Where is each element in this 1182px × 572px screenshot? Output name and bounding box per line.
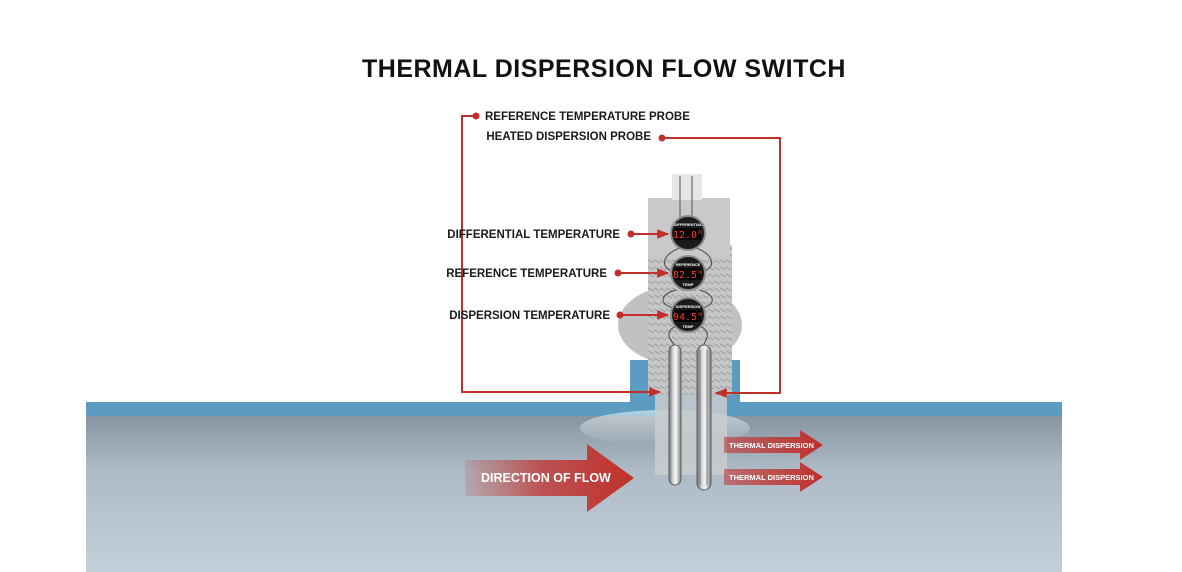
display-value: 82.5° — [673, 270, 703, 281]
display-label: DIFFERENTIAL — [674, 222, 703, 227]
housing-stem — [655, 395, 727, 475]
pipe-wall — [86, 402, 1062, 416]
display-value: 12.0° — [673, 230, 703, 241]
display-label: REFERENCE — [676, 262, 701, 267]
thermal-dispersion-arrow: THERMAL DISPERSION — [724, 462, 823, 492]
display-reference: REFERENCE 82.5° TEMP — [670, 255, 706, 291]
display-differential: DIFFERENTIAL 12.0° — [670, 215, 706, 251]
display-sublabel: TEMP — [682, 324, 693, 329]
callout-reference-temp: REFERENCE TEMPERATURE — [446, 268, 607, 280]
callout-dot — [614, 269, 622, 277]
heated-probe-leader — [662, 137, 781, 398]
callout-heated-probe: HEATED DISPERSION PROBE — [486, 131, 651, 143]
callout-dot — [616, 311, 624, 319]
heated-probe — [696, 344, 712, 491]
direction-of-flow-label: DIRECTION OF FLOW — [481, 471, 611, 485]
cable-tube — [672, 174, 702, 200]
callout-differential: DIFFERENTIAL TEMPERATURE — [447, 229, 620, 241]
thermal-dispersion-arrow: THERMAL DISPERSION — [724, 430, 823, 460]
thermal-dispersion-label: THERMAL DISPERSION — [729, 473, 814, 482]
internal-wiring — [662, 247, 713, 360]
diagram-title: THERMAL DISPERSION FLOW SWITCH — [362, 55, 846, 83]
callout-dot — [472, 112, 480, 120]
callout-dot — [627, 230, 635, 238]
thermal-dispersion-label: THERMAL DISPERSION — [729, 441, 814, 450]
callout-dot — [658, 134, 666, 142]
display-dispersion: DISPERSION 94.5° TEMP — [670, 297, 706, 333]
display-label: DISPERSION — [676, 304, 701, 309]
heater-coil — [699, 350, 708, 485]
direction-of-flow-arrow: DIRECTION OF FLOW — [465, 444, 634, 512]
callout-dispersion-temp: DISPERSION TEMPERATURE — [449, 310, 610, 322]
callout-reference-probe: REFERENCE TEMPERATURE PROBE — [485, 111, 690, 123]
reference-probe-leader — [461, 115, 662, 397]
display-sublabel: TEMP — [682, 282, 693, 287]
display-value: 94.5° — [673, 312, 703, 323]
reference-probe — [668, 344, 682, 486]
